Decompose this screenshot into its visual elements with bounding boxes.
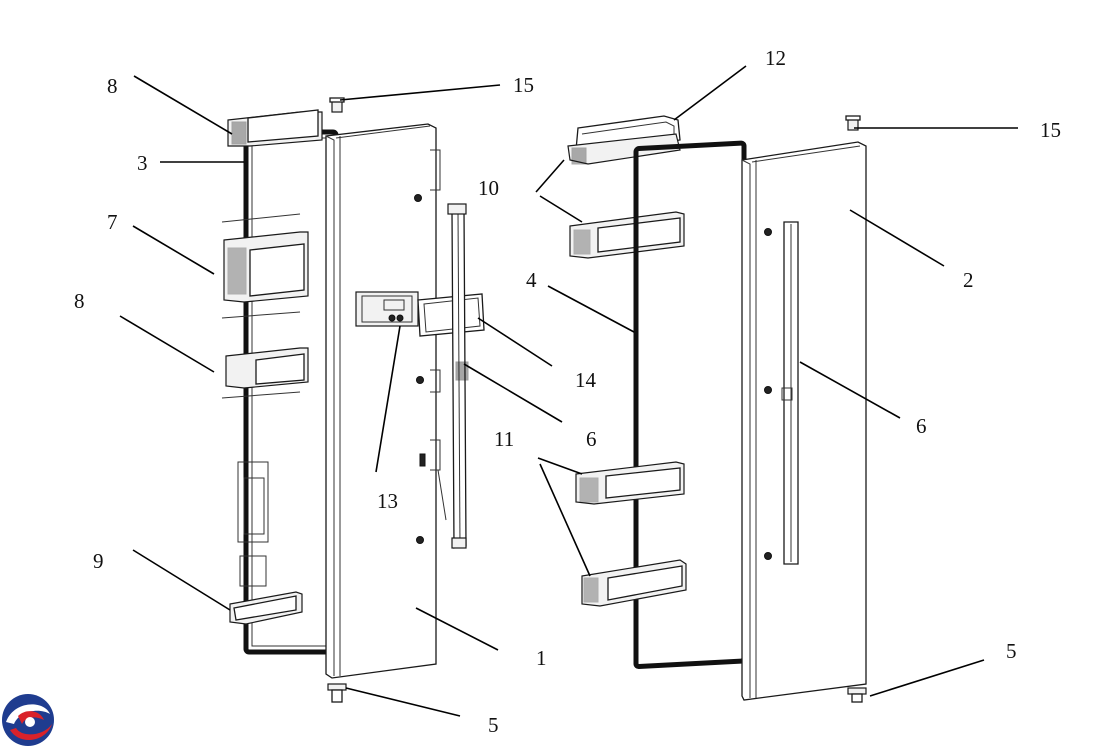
right-top-pin bbox=[845, 115, 861, 131]
left-door-panel bbox=[325, 123, 441, 679]
left-door-gasket bbox=[243, 129, 339, 655]
callout-labels: 8 3 7 8 9 15 5 1 13 14 6 12 10 4 15 2 6 … bbox=[74, 46, 1061, 737]
callout-14: 14 bbox=[575, 368, 597, 392]
right-lower-shelf-upper bbox=[575, 461, 685, 505]
right-top-shelf bbox=[567, 115, 681, 165]
right-lower-shelf-bottom bbox=[581, 559, 687, 607]
left-bottom-shelf bbox=[229, 591, 303, 625]
right-bottom-hinge bbox=[847, 687, 867, 703]
callout-7: 7 bbox=[107, 210, 118, 234]
right-door-panel bbox=[741, 141, 867, 701]
control-board bbox=[355, 291, 419, 327]
callout-5-left: 5 bbox=[488, 713, 499, 737]
left-interior-parts bbox=[237, 461, 269, 587]
callout-15-left: 15 bbox=[513, 73, 534, 97]
callout-11: 11 bbox=[494, 427, 514, 451]
callout-5-right: 5 bbox=[1006, 639, 1017, 663]
left-bottom-hinge bbox=[327, 683, 347, 703]
callout-10: 10 bbox=[478, 176, 499, 200]
callout-2: 2 bbox=[963, 268, 974, 292]
left-door-handle bbox=[437, 203, 469, 549]
right-door-handle bbox=[781, 221, 799, 565]
callout-15-right: 15 bbox=[1040, 118, 1061, 142]
brand-logo-icon bbox=[2, 694, 54, 746]
callout-6-right: 6 bbox=[916, 414, 927, 438]
right-upper-shelf bbox=[569, 211, 685, 259]
left-middle-shelf bbox=[221, 213, 309, 319]
left-top-shelf bbox=[227, 109, 323, 147]
callout-12: 12 bbox=[765, 46, 786, 70]
display-panel bbox=[417, 293, 485, 337]
callout-13: 13 bbox=[377, 489, 398, 513]
callout-8-lower: 8 bbox=[74, 289, 85, 313]
callout-1: 1 bbox=[536, 646, 547, 670]
callout-4: 4 bbox=[526, 268, 537, 292]
left-lower-shelf bbox=[221, 347, 309, 399]
callout-6-left: 6 bbox=[586, 427, 597, 451]
leader-lines bbox=[119, 65, 1018, 717]
callout-3: 3 bbox=[137, 151, 148, 175]
callout-9: 9 bbox=[93, 549, 104, 573]
callout-8-top: 8 bbox=[107, 74, 118, 98]
